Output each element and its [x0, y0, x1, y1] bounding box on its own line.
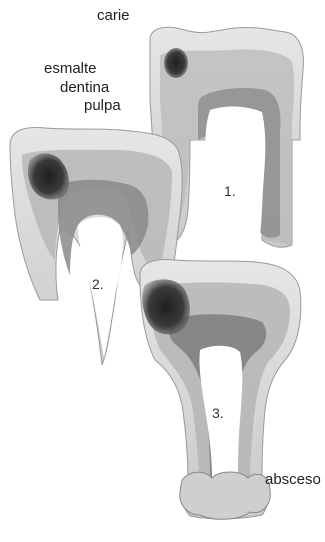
label-esmalte: esmalte — [44, 61, 97, 77]
stage-2-number: 2. — [92, 276, 104, 292]
tooth-1-caries — [164, 48, 188, 78]
label-pulpa: pulpa — [84, 98, 121, 114]
label-dentina: dentina — [60, 80, 109, 96]
stage-3-number: 3. — [212, 405, 224, 421]
label-carie: carie — [97, 8, 130, 24]
label-absceso: absceso — [265, 472, 321, 488]
stage-1-number: 1. — [224, 183, 236, 199]
tooth-3-abscess — [180, 472, 271, 519]
tooth-1-root-canal — [206, 106, 266, 237]
